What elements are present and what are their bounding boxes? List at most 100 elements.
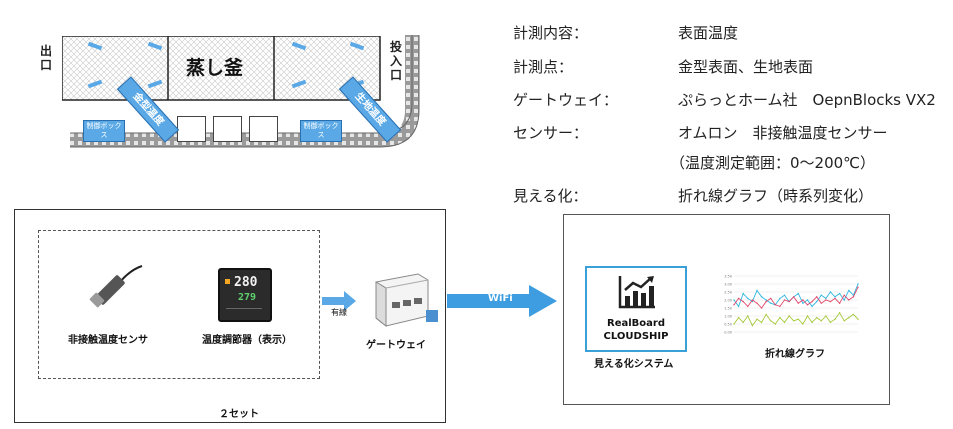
y-tick-label: 2.00 bbox=[724, 299, 732, 303]
data-point bbox=[815, 316, 818, 319]
data-point bbox=[848, 316, 850, 319]
y-tick-label: 1.50 bbox=[724, 307, 732, 311]
data-point bbox=[811, 300, 813, 303]
graph-label: 折れ線グラフ bbox=[765, 349, 825, 360]
data-point bbox=[811, 321, 813, 324]
data-point bbox=[815, 296, 818, 298]
realboard-name: RealBoard bbox=[607, 318, 665, 329]
line-chart: 3.503.002.502.001.501.000.500.00 bbox=[724, 275, 859, 335]
data-point bbox=[857, 286, 859, 288]
data-point bbox=[852, 296, 855, 298]
data-point bbox=[829, 291, 832, 293]
data-point bbox=[742, 292, 744, 295]
realboard-sub: CLOUDSHIP bbox=[603, 331, 669, 342]
y-tick-label: 1.00 bbox=[724, 315, 732, 319]
machine-box-1 bbox=[177, 116, 206, 142]
gateway-label: ゲートウェイ bbox=[366, 340, 426, 351]
data-point bbox=[829, 300, 832, 303]
controller-keys bbox=[226, 308, 262, 314]
realboard-card: RealBoard CLOUDSHIP bbox=[585, 266, 687, 352]
data-point bbox=[820, 294, 822, 296]
exit-label: 出口 bbox=[40, 44, 53, 72]
wifi-label: WiFi bbox=[488, 293, 513, 304]
data-point bbox=[829, 321, 832, 324]
bar-chart-icon bbox=[618, 276, 655, 309]
data-point bbox=[797, 292, 799, 295]
temp-controller: 280 279 bbox=[218, 268, 272, 322]
sensor-label: 非接触温度センサ bbox=[68, 335, 148, 346]
data-point bbox=[838, 302, 841, 304]
spec-value-1: 金型表面、生地表面 bbox=[678, 58, 814, 76]
spec-value-3: オムロン 非接触温度センサー bbox=[678, 124, 888, 142]
spec-value-2: ぷらっとホーム社 OepnBlocks VX2 bbox=[678, 91, 936, 109]
data-point bbox=[852, 313, 855, 316]
data-point bbox=[751, 324, 754, 327]
data-point bbox=[742, 300, 744, 303]
data-point bbox=[848, 299, 850, 301]
y-tick-label: 3.50 bbox=[724, 275, 732, 279]
data-point bbox=[783, 299, 786, 301]
data-point bbox=[857, 318, 859, 320]
data-point bbox=[820, 320, 822, 322]
set-count-label: ２セット bbox=[219, 409, 259, 420]
steam-kettle bbox=[62, 36, 381, 101]
data-point bbox=[737, 297, 740, 300]
data-point bbox=[788, 300, 790, 303]
data-point bbox=[825, 297, 827, 300]
data-point bbox=[756, 302, 758, 304]
data-point bbox=[848, 289, 850, 292]
data-point bbox=[774, 304, 777, 306]
data-point bbox=[760, 296, 763, 298]
data-point bbox=[742, 321, 744, 324]
series-line-0 bbox=[733, 283, 859, 308]
spec-key-3: センサー： bbox=[513, 124, 589, 142]
data-point bbox=[825, 315, 827, 317]
data-point bbox=[825, 299, 827, 301]
data-point bbox=[843, 294, 845, 296]
data-point bbox=[765, 313, 767, 316]
data-point bbox=[806, 315, 809, 317]
data-point bbox=[838, 312, 841, 314]
wifi-arrow bbox=[447, 285, 557, 317]
data-point bbox=[806, 304, 809, 306]
data-point bbox=[737, 316, 740, 319]
controller-indicator bbox=[225, 279, 230, 284]
spec-value-0: 表面温度 bbox=[678, 24, 739, 42]
spec-key-1: 計測点： bbox=[513, 58, 574, 76]
data-point bbox=[747, 305, 749, 308]
controller-sv: 279 bbox=[238, 292, 257, 303]
data-point bbox=[788, 315, 790, 317]
data-point bbox=[774, 323, 777, 325]
y-tick-label: 2.50 bbox=[724, 291, 732, 295]
data-point bbox=[779, 316, 781, 319]
spec-key-0: 計測内容： bbox=[513, 24, 589, 42]
control-box-left: 制御ボックス bbox=[83, 120, 125, 142]
entry-label: 投入口 bbox=[390, 40, 403, 82]
data-point bbox=[834, 318, 836, 320]
data-point bbox=[797, 302, 799, 304]
controller-label: 温度調節器（表示） bbox=[202, 335, 292, 346]
data-point bbox=[815, 300, 818, 303]
data-point bbox=[843, 299, 845, 301]
gateway-image bbox=[375, 273, 438, 328]
kettle-label: 蒸し釜 bbox=[186, 57, 244, 79]
data-point bbox=[834, 297, 836, 300]
data-point bbox=[756, 318, 758, 320]
data-point bbox=[751, 299, 754, 301]
data-point bbox=[797, 318, 799, 320]
data-point bbox=[733, 299, 735, 301]
data-point bbox=[843, 320, 845, 322]
data-point bbox=[802, 299, 804, 301]
data-point bbox=[779, 297, 781, 300]
sensor-image bbox=[89, 265, 143, 308]
machine-box-2 bbox=[213, 116, 242, 142]
data-point bbox=[770, 320, 772, 322]
data-point bbox=[857, 283, 859, 285]
machine-box-3 bbox=[249, 116, 278, 142]
y-tick-label: 0.50 bbox=[724, 323, 732, 327]
y-tick-label: 3.00 bbox=[724, 283, 732, 287]
data-point bbox=[733, 304, 735, 306]
data-point bbox=[793, 296, 795, 298]
hardware-inner-dashed bbox=[38, 230, 320, 379]
data-point bbox=[834, 296, 836, 298]
